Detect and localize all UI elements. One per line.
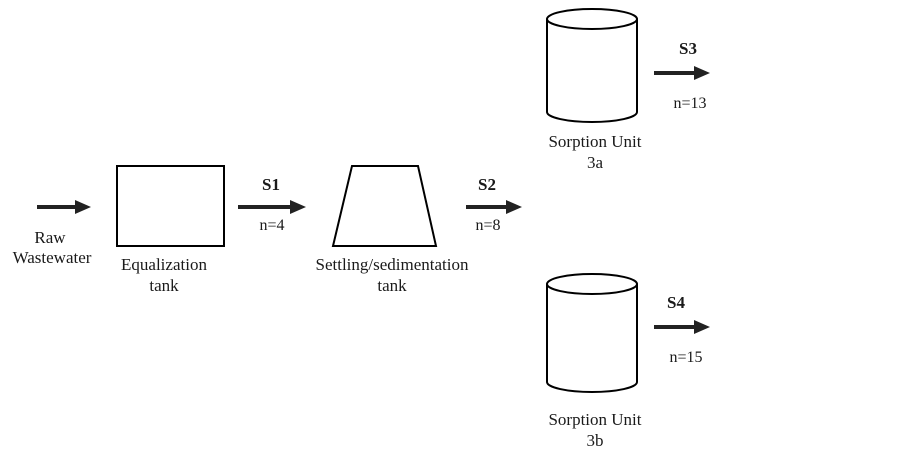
settling-tank-label-line2: tank xyxy=(377,276,407,295)
s2-count: n=8 xyxy=(475,217,500,234)
raw-wastewater-label-line1: Raw xyxy=(34,228,66,247)
s3-arrow xyxy=(654,66,710,80)
s4-label: S4 xyxy=(667,293,685,312)
s2-label: S2 xyxy=(478,175,496,194)
s3-label: S3 xyxy=(679,39,697,58)
s1-arrow xyxy=(238,200,306,214)
s4-arrow xyxy=(654,320,710,334)
sorption-unit-3a-label-line2: 3a xyxy=(587,153,604,172)
s1-count: n=4 xyxy=(259,217,284,234)
sorption-unit-3b xyxy=(546,273,638,393)
equalization-tank xyxy=(116,165,225,247)
s3-count: n=13 xyxy=(673,95,706,112)
sorption-unit-3a-label-line1: Sorption Unit xyxy=(548,132,641,151)
settling-tank-label-line1: Settling/sedimentation xyxy=(316,255,469,274)
s4-count: n=15 xyxy=(669,349,702,366)
equalization-tank-label-line1: Equalization xyxy=(121,255,207,274)
raw-wastewater-label-line2: Wastewater xyxy=(13,248,92,267)
settling-sedimentation-tank xyxy=(331,165,438,247)
sorption-unit-3b-label-line2: 3b xyxy=(587,431,604,450)
raw-inlet-arrow xyxy=(37,200,91,214)
sorption-unit-3a xyxy=(546,8,638,123)
s2-arrow xyxy=(466,200,522,214)
s1-label: S1 xyxy=(262,175,280,194)
sorption-unit-3b-label-line1: Sorption Unit xyxy=(548,410,641,429)
equalization-tank-label-line2: tank xyxy=(149,276,179,295)
